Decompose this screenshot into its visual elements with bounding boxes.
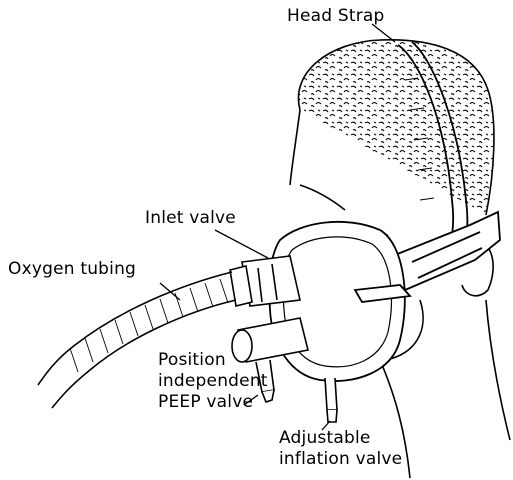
label-adj-line-2: inflation valve [279, 449, 402, 470]
inflation-valve [325, 378, 337, 422]
label-inlet-valve: Inlet valve [145, 208, 236, 228]
label-head-strap: Head Strap [287, 6, 385, 26]
label-inflation-valve: Adjustable inflation valve [279, 428, 402, 470]
label-oxygen-tubing: Oxygen tubing [8, 259, 136, 279]
label-peep-line-2: independent [158, 371, 268, 392]
inlet-valve [230, 256, 300, 306]
label-adj-line-1: Adjustable [279, 428, 402, 449]
label-peep-line-3: PEEP valve [158, 392, 268, 413]
label-peep-line-1: Position [158, 350, 268, 371]
label-peep-valve: Position independent PEEP valve [158, 350, 268, 413]
